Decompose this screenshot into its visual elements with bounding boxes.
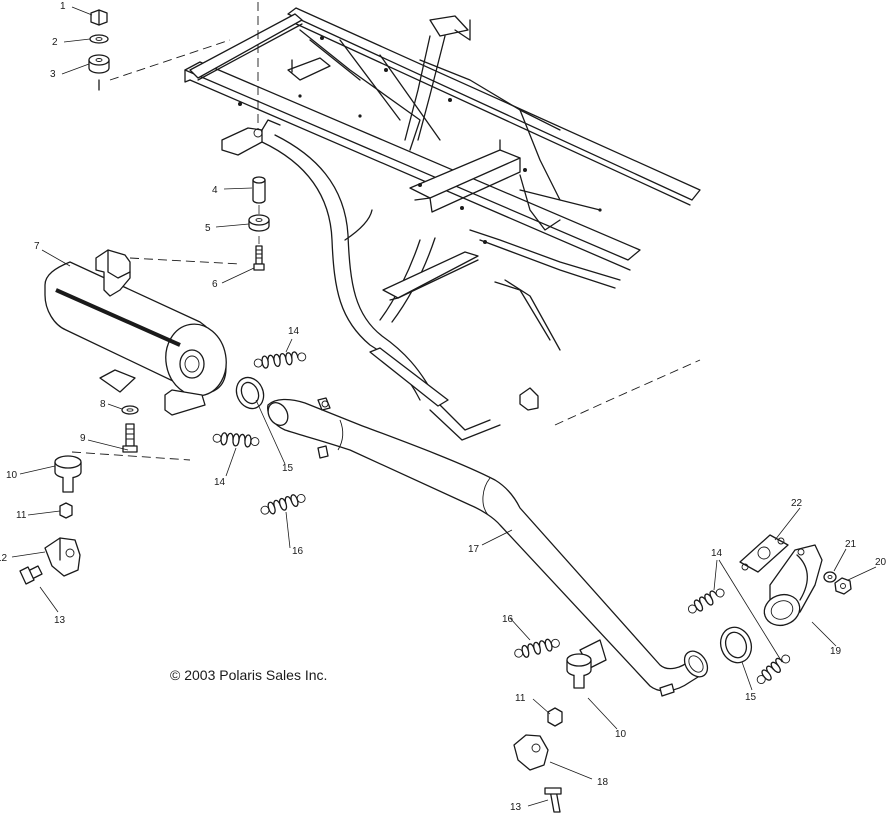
callout-19: 19 [830,646,842,657]
callout-15a: 15 [282,463,294,474]
nut-11b [547,707,563,727]
callout-11a: 11 [16,510,27,521]
callout-14c: 14 [711,548,723,559]
callout-6: 6 [212,279,218,290]
callout-14b: 14 [214,477,226,488]
upper-mount-hardware [88,9,270,271]
callout-17: 17 [468,544,480,555]
bracket-12 [44,537,81,577]
callout-10a: 10 [6,470,18,481]
flange-19 [763,544,823,627]
spring-14d [756,654,791,685]
washer-8 [121,405,139,415]
callout-5: 5 [205,223,211,234]
nut-20 [834,577,852,595]
leader-lines [11,6,877,807]
washer-2 [89,34,109,44]
callout-8: 8 [100,399,106,410]
callout-12: 12 [0,553,8,564]
springs [212,351,791,685]
callout-13a: 13 [54,615,66,626]
callout-14a: 14 [288,326,300,337]
pipe-mount-hardware [513,653,592,813]
spacer-4 [252,180,266,204]
callout-20: 20 [875,557,887,568]
muffler-mount-hardware [19,405,191,585]
callout-22: 22 [791,498,803,509]
bracket-18 [513,734,549,771]
callout-4: 4 [212,185,218,196]
callout-15b: 15 [745,692,757,703]
seal-15b [719,626,753,664]
callout-9: 9 [80,433,86,444]
exhaust-seals [235,376,753,664]
gasket-22 [739,534,789,573]
callout-21: 21 [845,539,857,550]
exhaust-flange [739,534,852,627]
callout-1: 1 [60,1,66,12]
callout-10b: 10 [615,729,627,740]
seal-15a [235,376,265,410]
nut-11 [59,502,73,519]
vehicle-frame [109,2,701,441]
spring-14b [212,432,260,448]
spring-14a [253,351,307,369]
spring-16a [260,493,306,515]
callout-18: 18 [597,777,609,788]
frame-holes [238,36,602,244]
callout-7: 7 [34,241,40,252]
callout-16b: 16 [502,614,514,625]
callout-3: 3 [50,69,56,80]
washer-21 [823,571,837,583]
callout-16a: 16 [292,546,304,557]
spring-16b [514,638,560,658]
callout-13b: 13 [510,802,522,813]
callout-2: 2 [52,37,58,48]
copyright-notice: © 2003 Polaris Sales Inc. [170,667,327,683]
callout-11b: 11 [515,693,526,704]
muffler [44,249,241,416]
bolt-9 [125,423,135,447]
spring-14c [687,588,725,614]
head-pipe [267,397,709,697]
bolt-6 [255,245,263,265]
